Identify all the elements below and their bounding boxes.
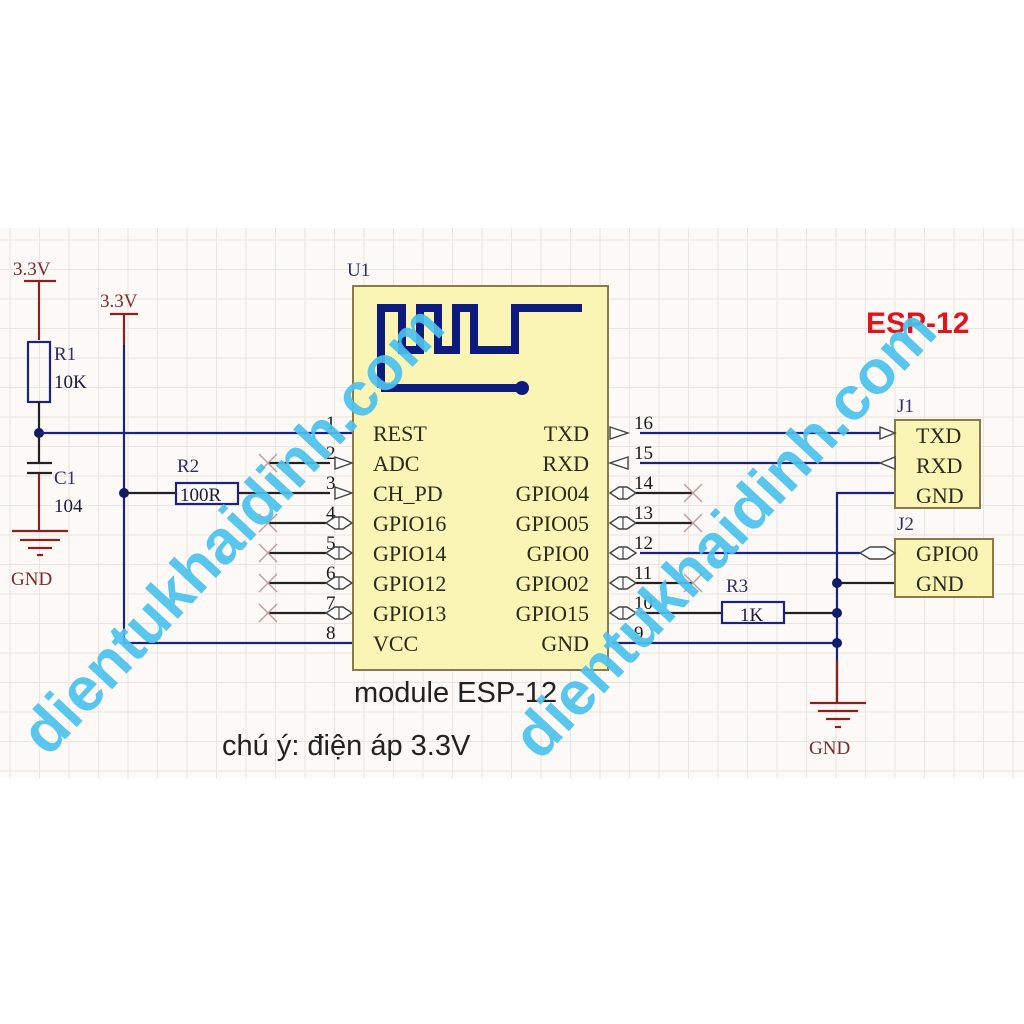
pin-number: 4 (326, 503, 336, 524)
pin-number: 5 (326, 533, 336, 554)
input-port-icon (334, 486, 355, 500)
j1-pin-label: TXD (916, 423, 961, 448)
pin-name: GPIO0 (527, 541, 589, 566)
caption-module: module ESP-12 (354, 677, 557, 709)
j1-rxd-port (878, 455, 896, 471)
vcc-left-label: 3.3V (13, 259, 51, 280)
pin-number: 1 (326, 413, 336, 434)
u1-pin-3: 3 CH_PD (326, 473, 443, 506)
u1-pin-6: 6 GPIO12 (258, 563, 446, 596)
schematic-title: ESP-12 (866, 307, 969, 340)
output-port-icon (609, 426, 631, 440)
pin-name: GPIO14 (373, 541, 446, 566)
pin-number: 16 (634, 413, 653, 434)
u1-pin-16: 16 TXD (544, 413, 653, 446)
junction-gnd (832, 638, 842, 648)
c1-value: 104 (54, 496, 83, 517)
r2-value: 100R (180, 485, 222, 506)
pin-number: 7 (326, 593, 336, 614)
vcc-mid-label: 3.3V (100, 291, 138, 312)
pin-name: GPIO02 (516, 571, 589, 596)
wire-gnd-bus (835, 491, 895, 702)
pin-name: VCC (373, 631, 418, 656)
pin-name: TXD (544, 421, 589, 446)
pin-name: GPIO16 (373, 511, 446, 536)
u1-pin-4: 4 GPIO16 (258, 503, 446, 536)
pin-name: CH_PD (373, 481, 443, 506)
pin-name: ADC (373, 451, 419, 476)
input-port-icon (334, 456, 355, 470)
j2-pin-label: GND (916, 571, 964, 596)
pin-number: 10 (634, 593, 653, 614)
pin-number: 9 (634, 623, 644, 644)
gnd-left-label: GND (11, 569, 52, 590)
pin-number: 15 (634, 443, 653, 464)
j1-pins: TXD RXD GND (916, 423, 964, 508)
r3-ref: R3 (726, 576, 748, 597)
junction-r3 (832, 608, 842, 618)
j2-ref: J2 (897, 514, 914, 535)
r2-ref: R2 (177, 456, 199, 477)
resistor-r3: R3 1K (640, 576, 837, 626)
j2-pin-label: GPIO0 (916, 541, 978, 566)
pin-number: 2 (326, 443, 336, 464)
u1-pin-8: 8 VCC (326, 623, 418, 656)
resistor-r1: R1 10K (26, 340, 87, 433)
j1-txd-port (879, 425, 897, 441)
pin-number: 13 (634, 503, 653, 524)
u1-pin-7: 7 GPIO13 (258, 593, 446, 626)
u1-right-pins: 16 TXD 15 RXD 14 GPIO04 13 GPIO05 12 GPIO0 11 GPIO0… (516, 413, 703, 656)
r1-ref: R1 (54, 344, 76, 365)
pin-name: GND (541, 631, 589, 656)
pin-number: 12 (634, 533, 653, 554)
vcc-left-symbol: 3.3V (13, 259, 56, 340)
u1-ref: U1 (347, 260, 370, 281)
pin-number: 8 (326, 623, 336, 644)
pin-name: GPIO12 (373, 571, 446, 596)
caption-note: chú ý: điện áp 3.3V (222, 730, 471, 762)
pin-name: GPIO04 (516, 481, 589, 506)
gnd-right-symbol: GND (809, 660, 866, 759)
vcc-mid-symbol: 3.3V (100, 291, 138, 345)
pin-name: GPIO15 (516, 601, 589, 626)
pin-name: RXD (543, 451, 589, 476)
u1-left-pins: 1 REST 2 ADC 3 CH_PD 4 GPIO16 5 GPIO14 6 GPIO12 7 GPI… (258, 413, 446, 656)
wire-vcc-rail (122, 345, 352, 645)
u1-pin-10: 10 GPIO15 (516, 593, 653, 626)
junction-j2-gnd (832, 578, 842, 588)
pin-name: REST (373, 421, 427, 446)
u1-pin-9: 9 GND (541, 623, 643, 656)
u1-pin-13: 13 GPIO05 (516, 503, 703, 536)
r1-value: 10K (54, 372, 87, 393)
u1-pin-15: 15 RXD (543, 443, 653, 476)
resistor-r2: R2 100R (124, 456, 330, 506)
j2-body (894, 538, 994, 598)
u1-pin-11: 11 GPIO02 (516, 563, 703, 596)
j1-pin-label: RXD (916, 453, 962, 478)
u1-pin-12: 12 GPIO0 (527, 533, 653, 566)
pin-number: 14 (634, 473, 654, 494)
j1-pin-label: GND (916, 483, 964, 508)
gnd-right-label: GND (809, 738, 850, 759)
pin-number: 6 (326, 563, 336, 584)
pin-number: 3 (326, 473, 336, 494)
r3-value: 1K (740, 605, 764, 626)
j1-ref: J1 (897, 396, 914, 417)
gnd-left-symbol: GND (11, 529, 68, 590)
u1-pin-5: 5 GPIO14 (258, 533, 446, 566)
capacitor-c1: C1 104 (27, 433, 83, 530)
c1-ref: C1 (54, 468, 76, 489)
pin-number: 11 (634, 563, 652, 584)
pin-name: GPIO13 (373, 601, 446, 626)
u1-pin-2: 2 ADC (258, 443, 419, 476)
pin-name: GPIO05 (516, 511, 589, 536)
u1-pin-1: 1 REST (326, 413, 427, 446)
antenna-icon (377, 304, 582, 395)
j2-gpio0-port (858, 546, 897, 560)
input-port-icon (607, 456, 629, 470)
u1-pin-14: 14 GPIO04 (516, 473, 703, 506)
